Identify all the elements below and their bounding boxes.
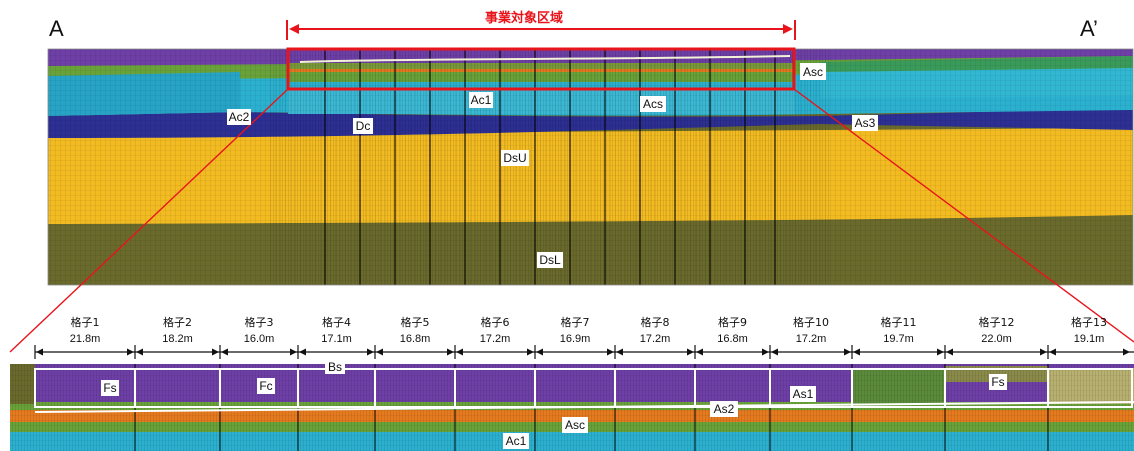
cell-name-11: 格子11 [881, 315, 917, 329]
layer-label-ac1-lower: Ac1 [506, 434, 527, 448]
layer-label-as3: As3 [855, 116, 876, 130]
cell-width-9: 16.8m [717, 333, 748, 345]
layer-label-dc: Dc [356, 119, 371, 133]
layer-label-ac2: Ac2 [229, 110, 250, 124]
arrowhead-left-1 [36, 348, 43, 356]
cell-width-13: 19.1m [1074, 333, 1105, 345]
cell-width-2: 18.2m [162, 333, 193, 345]
layer-label-as1: As1 [793, 387, 814, 401]
arrowhead-left-8 [616, 348, 623, 356]
cell-name-12: 格子12 [979, 315, 1015, 329]
cell-width-7: 16.9m [560, 333, 591, 345]
cell-name-4: 格子4 [322, 315, 351, 329]
layer-label-bs: Bs [328, 360, 342, 374]
cell-width-4: 17.1m [321, 333, 352, 345]
cell-name-6: 格子6 [481, 315, 510, 329]
cell-width-8: 17.2m [640, 333, 671, 345]
arrowhead-right-1 [127, 348, 134, 356]
arrowhead-right-4 [367, 348, 374, 356]
arrowhead-left-6 [456, 348, 463, 356]
upper-layer-labels: Asc Ac1 Acs Ac2 Dc As3 DsU DsL [227, 63, 878, 268]
layer-label-as2: As2 [714, 402, 735, 416]
cell-name-3: 格子3 [245, 315, 274, 329]
arrowhead-left-2 [136, 348, 143, 356]
layer-label-dsu: DsU [503, 151, 526, 165]
section-end-label: A’ [1080, 16, 1098, 41]
arrowhead-right-11 [937, 348, 944, 356]
section-start-label: A [49, 16, 64, 41]
project-area-label: 事業対象区域 [485, 10, 563, 26]
layer-label-dsl: DsL [539, 253, 561, 267]
cell-dimension-arrowheads [36, 348, 1130, 356]
arrowhead-left-10 [771, 348, 778, 356]
cell-width-12: 22.0m [981, 333, 1012, 345]
cell-width-3: 16.0m [244, 333, 275, 345]
cell-name-1: 格子1 [71, 315, 100, 329]
cell-width-10: 17.2m [796, 333, 827, 345]
cell-name-10: 格子10 [793, 315, 829, 329]
arrowhead-left-7 [536, 348, 543, 356]
arrowhead-right-7 [607, 348, 614, 356]
cell-name-2: 格子2 [163, 315, 192, 329]
arrowhead-right-5 [447, 348, 454, 356]
cell-width-1: 21.8m [70, 333, 101, 345]
arrowhead-left-12 [946, 348, 953, 356]
layer-label-ac1: Ac1 [471, 93, 492, 107]
cell-name-9: 格子9 [718, 315, 747, 329]
cell-width-11: 19.7m [883, 333, 914, 345]
arrowhead-right-10 [844, 348, 851, 356]
cell-width-6: 17.2m [480, 333, 511, 345]
cell-name-13: 格子13 [1071, 315, 1107, 329]
cell-dimension-line [34, 345, 1134, 359]
arrowhead-right-6 [527, 348, 534, 356]
arrowhead-right-12 [1040, 348, 1047, 356]
arrowhead-left-4 [299, 348, 306, 356]
lower-layer-labels: Fs Fc Bs As1 Fs As2 Asc Ac1 [101, 360, 1007, 449]
arrowhead-left-13 [1049, 348, 1056, 356]
arrowhead-left-11 [853, 348, 860, 356]
upper-cross-section [48, 49, 1133, 285]
cell-name-7: 格子7 [561, 315, 590, 329]
arrowhead-left-5 [376, 348, 383, 356]
cell-labels: 格子1 21.8m 格子2 18.2m 格子3 16.0m 格子4 17.1m 格子5 16.8m… [70, 315, 1107, 345]
layer-label-asc-lower: Asc [565, 418, 585, 432]
arrowhead-right-2 [212, 348, 219, 356]
arrowhead-right-3 [290, 348, 297, 356]
arrowhead-right-13 [1123, 348, 1130, 356]
lower-grid-boundaries [34, 368, 1134, 413]
layer-label-fs-left: Fs [103, 381, 116, 395]
project-area-dimension: 事業対象区域 [286, 9, 796, 40]
arrowhead-left-3 [221, 348, 228, 356]
zoom-line-right [793, 88, 1134, 343]
zoom-line-left [9, 88, 289, 353]
layer-label-fs-right: Fs [991, 375, 1004, 389]
arrowhead-right-9 [762, 348, 769, 356]
cell-name-5: 格子5 [401, 315, 430, 329]
project-area-box [286, 47, 796, 91]
arrowhead-right-8 [687, 348, 694, 356]
cell-width-5: 16.8m [400, 333, 431, 345]
layer-label-acs: Acs [643, 97, 663, 111]
layer-label-fc: Fc [259, 379, 272, 393]
arrowhead-left-9 [696, 348, 703, 356]
layer-label-asc: Asc [803, 65, 823, 79]
cell-name-8: 格子8 [641, 315, 670, 329]
